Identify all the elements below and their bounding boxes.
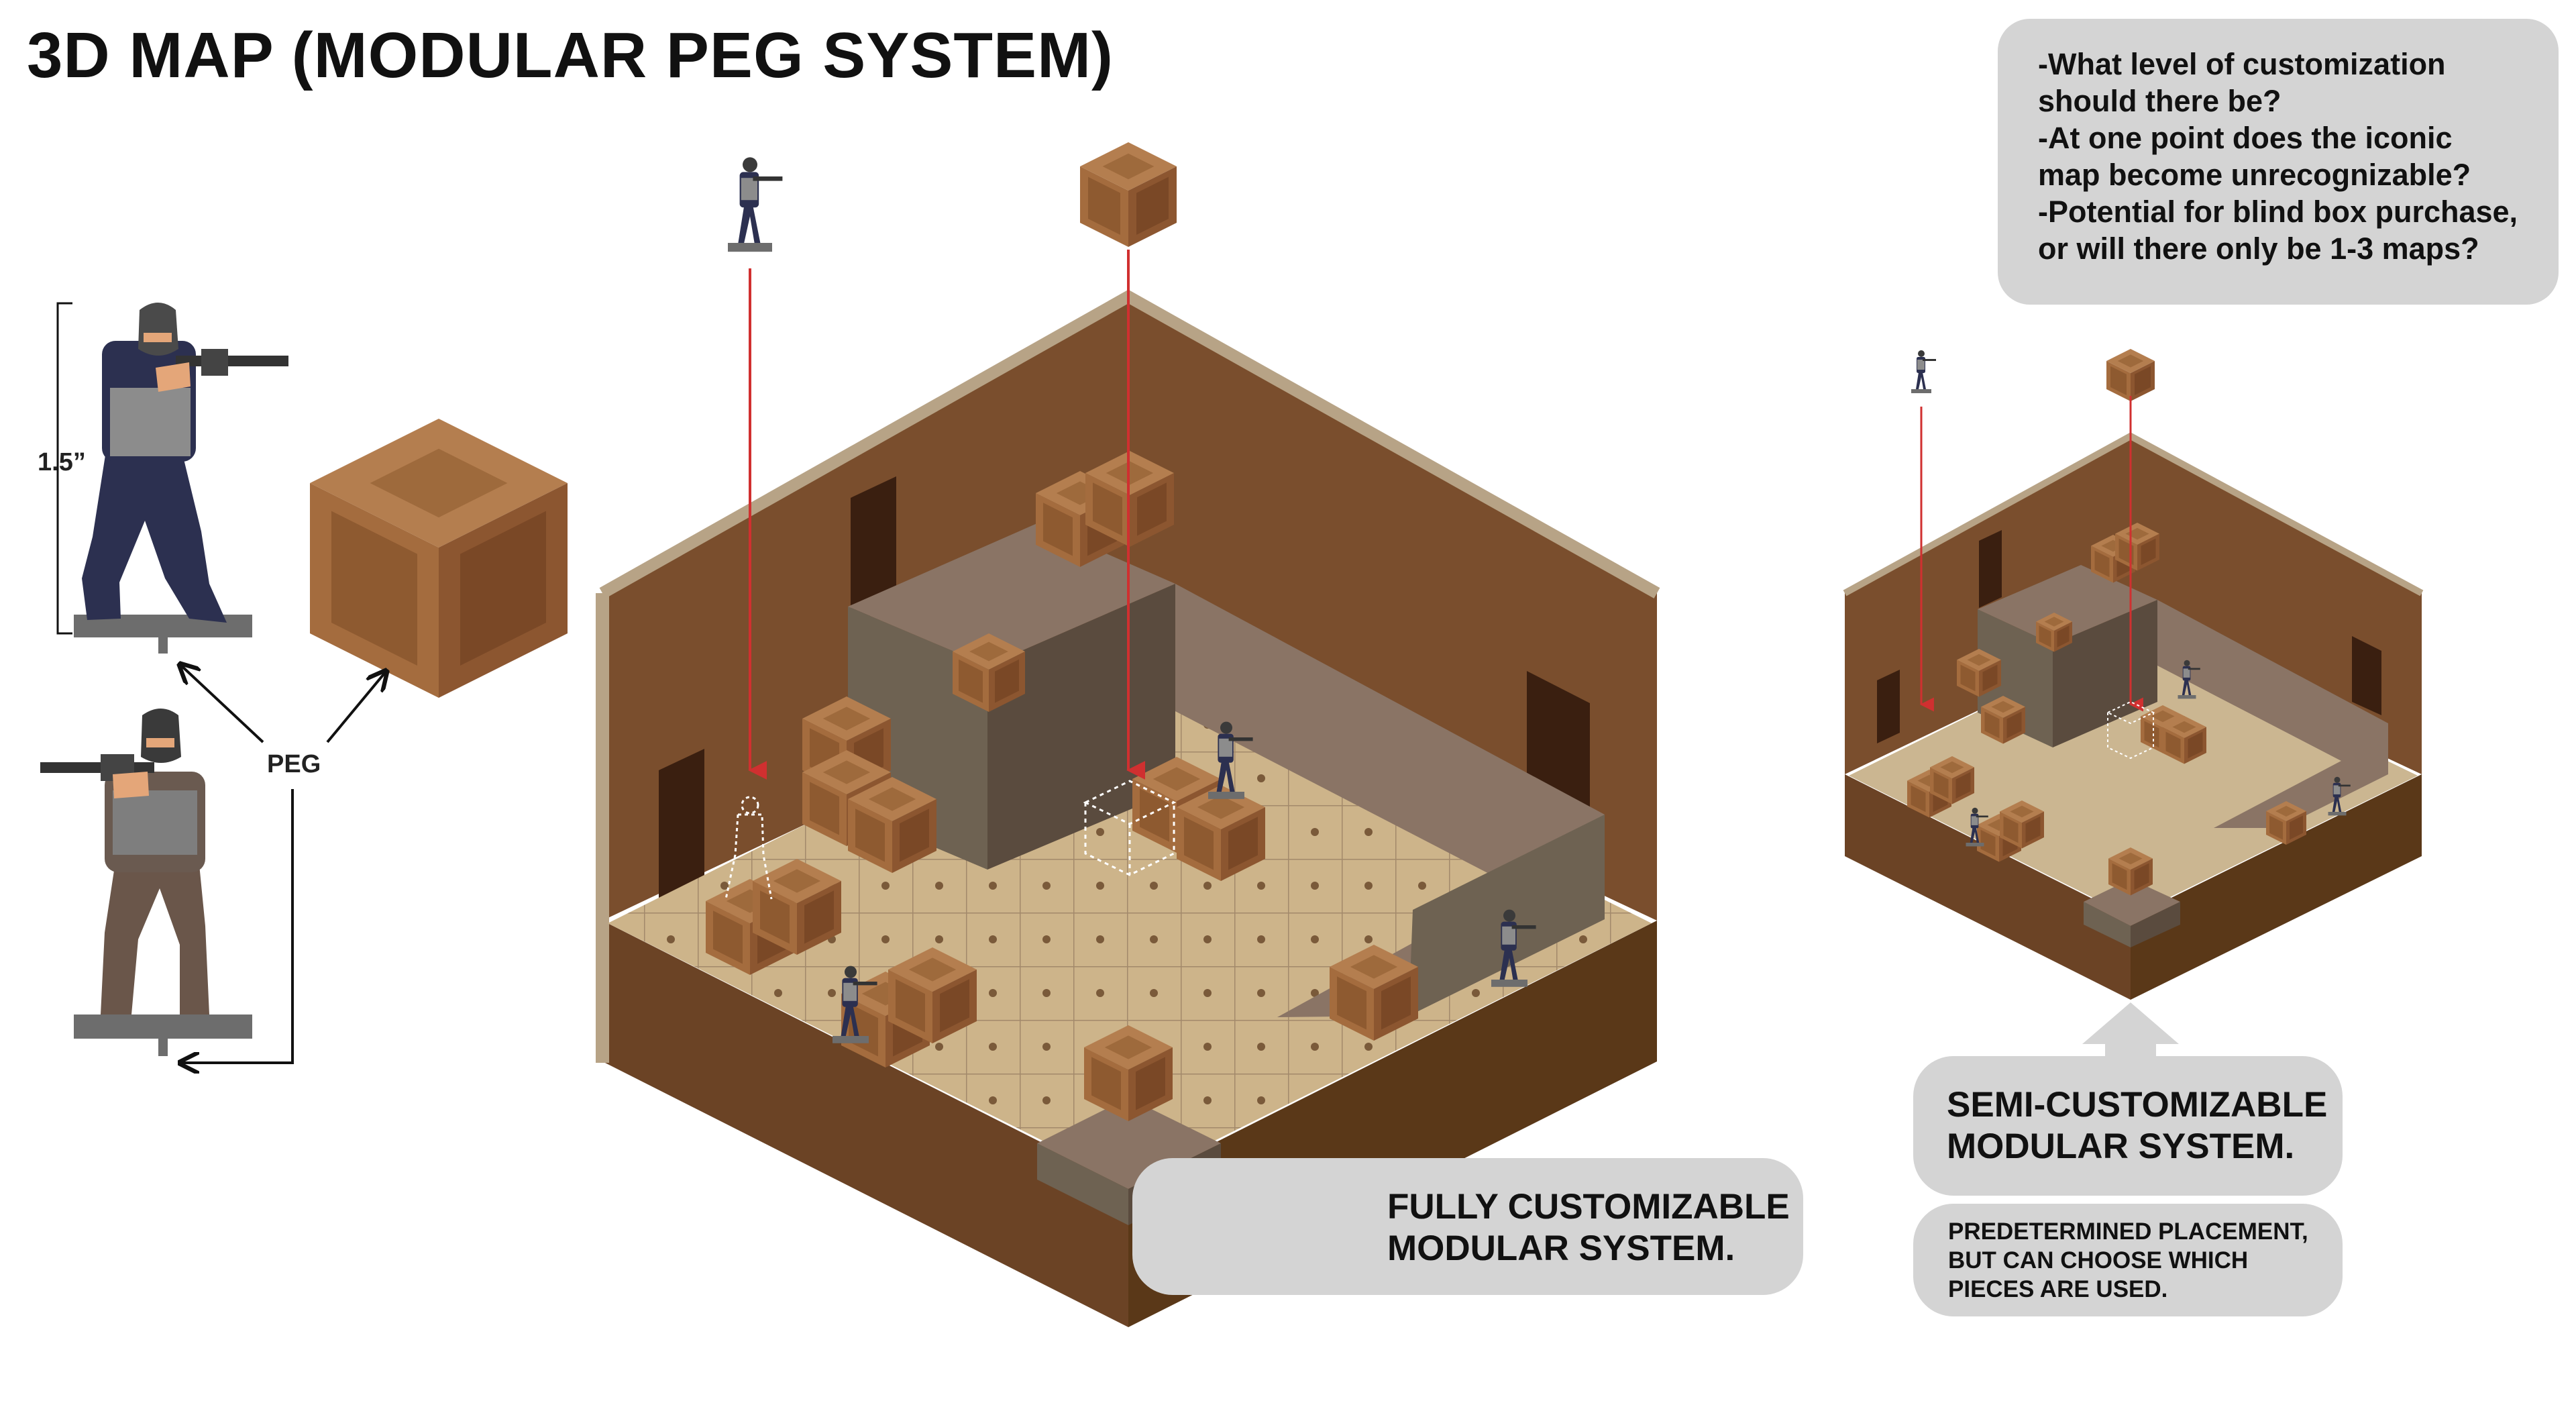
soldier-figure-bottom	[40, 709, 252, 1056]
question-line: should there be?	[2038, 84, 2282, 118]
page-title: 3D MAP (MODULAR PEG SYSTEM)	[27, 19, 1114, 91]
peg-arrow-crate	[326, 671, 386, 743]
pedestal	[1037, 1098, 1221, 1189]
placement-outline-soldier	[724, 796, 773, 900]
floating-soldier	[728, 157, 783, 252]
question-line: -Potential for blind box purchase,	[2038, 195, 2518, 229]
question-line: or will there only be 1-3 maps?	[2038, 231, 2479, 266]
questions-bubble: -What level of customization should ther…	[1998, 19, 2559, 305]
question-line: -What level of customization	[2038, 47, 2446, 81]
soldier-figure-top	[74, 303, 288, 654]
back-wall-right	[1128, 297, 1657, 921]
placement-outline-crate	[1083, 780, 1177, 876]
floating-crate	[1080, 142, 1177, 247]
semi-system-note: PREDETERMINED PLACEMENT, BUT CAN CHOOSE …	[1913, 1204, 2343, 1316]
semi-system-label-line: SEMI-CUSTOMIZABLE	[1947, 1085, 2328, 1125]
semi-system-note-line: PREDETERMINED PLACEMENT,	[1948, 1218, 2308, 1245]
up-arrow	[2082, 1002, 2179, 1060]
peg-label: PEG	[267, 750, 321, 778]
map-base-left	[602, 921, 1128, 1327]
full-system-label: FULLY CUSTOMIZABLE MODULAR SYSTEM.	[1132, 1158, 1803, 1295]
full-system-label-line: MODULAR SYSTEM.	[1387, 1229, 1735, 1268]
semi-modular-map	[1843, 349, 2424, 1060]
question-line: -At one point does the iconic	[2038, 121, 2453, 155]
peg-arrow-top-soldier	[180, 664, 264, 743]
full-modular-map	[596, 142, 1660, 1327]
full-system-label-line: FULLY CUSTOMIZABLE	[1387, 1187, 1790, 1227]
semi-system-label: SEMI-CUSTOMIZABLE MODULAR SYSTEM.	[1913, 1056, 2343, 1196]
height-label: 1.5”	[38, 448, 86, 476]
peg-arrow-bottom-soldier	[180, 789, 294, 1063]
door-left	[659, 749, 704, 906]
semi-system-label-line: MODULAR SYSTEM.	[1947, 1127, 2295, 1166]
door-back	[851, 476, 896, 625]
semi-system-note-line: BUT CAN CHOOSE WHICH	[1948, 1247, 2249, 1273]
semi-system-note-line: PIECES ARE USED.	[1948, 1276, 2168, 1302]
height-bracket	[56, 302, 72, 635]
legend	[40, 302, 568, 1063]
floating-soldier-semi	[1911, 350, 1936, 393]
crate-large	[310, 419, 568, 698]
question-line: map become unrecognizable?	[2038, 158, 2471, 192]
floating-crate-semi	[2106, 349, 2155, 401]
